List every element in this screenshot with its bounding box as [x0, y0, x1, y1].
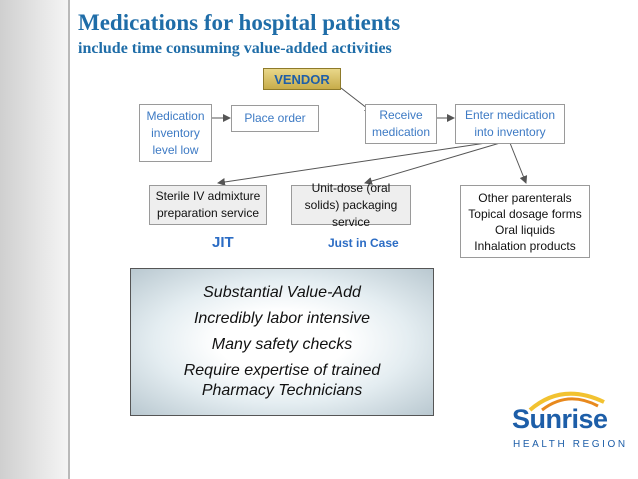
sterile-iv-box: Sterile IV admixture preparation service	[149, 185, 267, 225]
sunrise-sun-icon	[528, 391, 605, 412]
left-divider-line	[68, 0, 70, 479]
sterile-iv-label: Sterile IV admixture preparation service	[155, 189, 261, 220]
receive-medication-label: Receive medication	[371, 108, 431, 139]
value-line: Incredibly labor intensive	[193, 310, 371, 327]
logo-name: Sunrise	[512, 404, 608, 434]
unit-dose-label: Unit-dose (oral solids) packaging servic…	[304, 180, 398, 229]
jit-label: JIT	[212, 234, 234, 251]
other-item: Inhalation products	[474, 238, 576, 253]
inventory-low-box: Medication inventory level low	[139, 104, 212, 162]
other-items-box: Other parenterals Topical dosage forms O…	[460, 185, 590, 258]
slide-subtitle: include time consuming value-added activ…	[78, 40, 392, 57]
logo-tagline: HEALTH REGION	[513, 439, 628, 450]
unit-dose-box: Unit-dose (oral solids) packaging servic…	[291, 181, 411, 229]
just-in-case-label: Just in Case	[328, 236, 399, 250]
arrow-enter-to-other	[509, 142, 528, 184]
value-add-panel: Substantial Value-Add Incredibly labor i…	[130, 268, 434, 416]
enter-medication-label: Enter medication into inventory	[464, 108, 556, 139]
receive-medication-box: Receive medication	[365, 104, 437, 144]
other-item: Oral liquids	[494, 222, 556, 237]
place-order-box: Place order	[231, 105, 319, 132]
sunrise-logo: Sunrise HEALTH REGION	[512, 388, 625, 460]
slide-title: Medications for hospital patients	[78, 10, 401, 35]
value-line: Require expertise of trained Pharmacy Te…	[183, 362, 381, 399]
left-sidebar-band	[0, 0, 68, 479]
place-order-label: Place order	[244, 111, 306, 125]
other-item: Other parenterals	[478, 190, 572, 205]
arrow-enter-to-sterile	[217, 142, 487, 186]
vendor-box: VENDOR	[263, 68, 341, 90]
other-item: Topical dosage forms	[468, 206, 582, 221]
inventory-low-label: Medication inventory level low	[146, 108, 205, 157]
value-line: Many safety checks	[211, 336, 353, 353]
arrow-enter-to-unitdose	[364, 142, 501, 185]
enter-medication-box: Enter medication into inventory	[455, 104, 565, 144]
value-line: Substantial Value-Add	[203, 284, 361, 301]
